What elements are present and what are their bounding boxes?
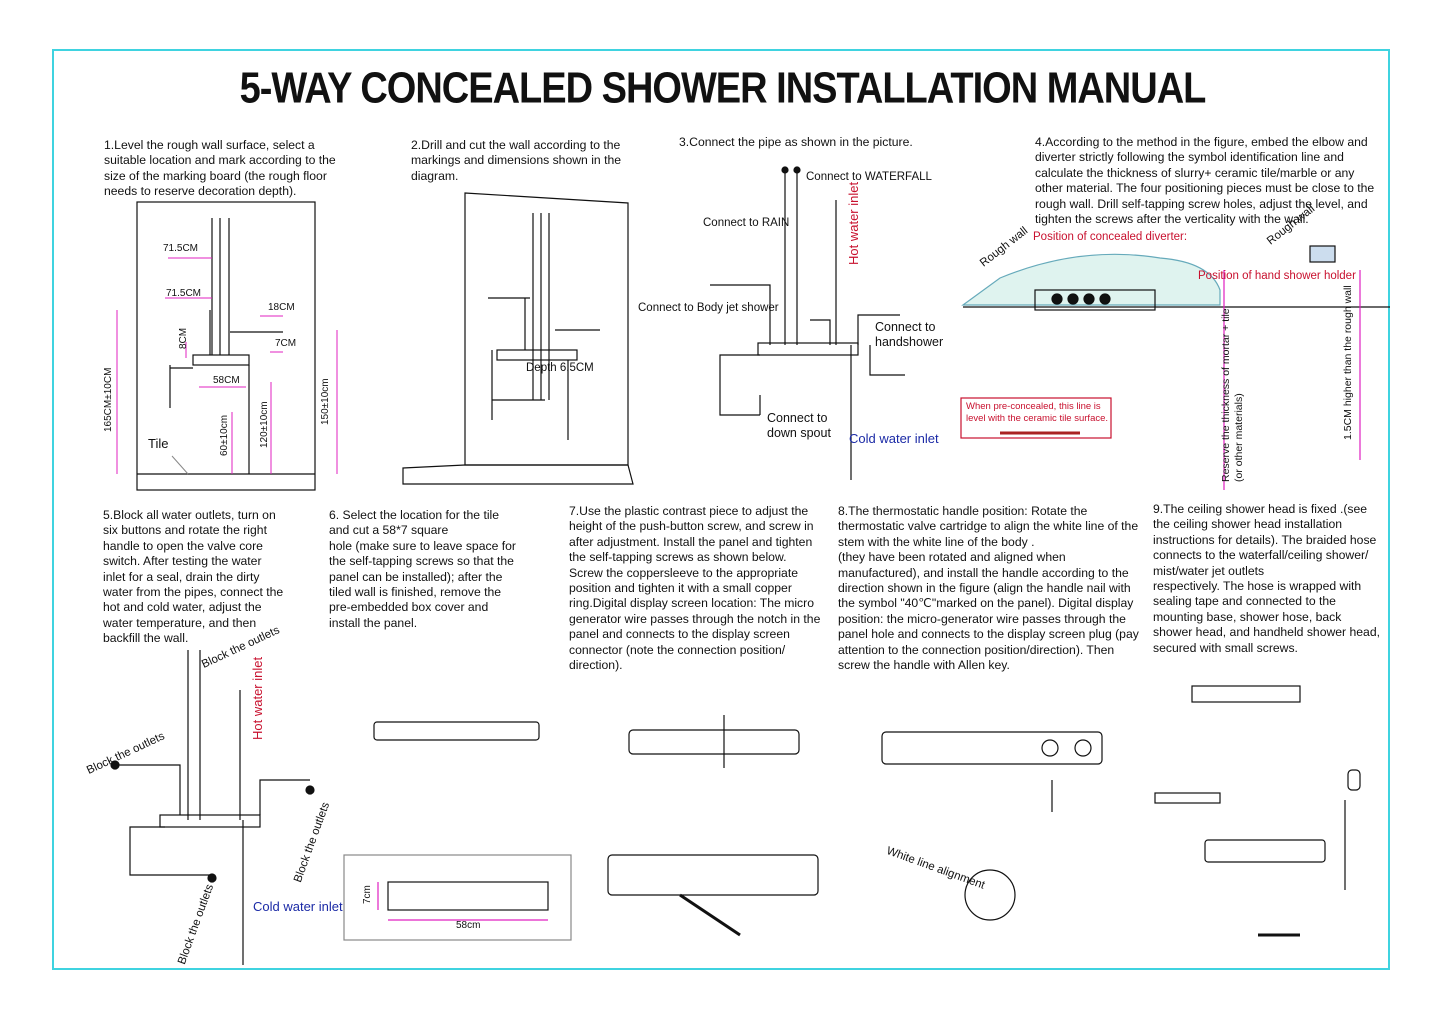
hole-height-label: 7cm: [362, 885, 373, 904]
step-9-text: 9.The ceiling shower head is fixed .(see…: [1153, 502, 1380, 655]
wall-cut-diagram: [402, 192, 634, 485]
reserve-thickness-label: Reserve the thickness of mortar + tile (…: [1220, 308, 1245, 482]
ceiling-shower-diagram: [1154, 685, 1361, 937]
dim-60: 60±10cm: [219, 414, 230, 456]
hot-water-inlet-label-5: Hot water inlet: [250, 656, 265, 740]
pre-concealed-note: When pre-concealed, this line is level w…: [966, 401, 1109, 424]
cold-water-inlet-label: Cold water inlet: [849, 431, 939, 446]
step-3-text: 3.Connect the pipe as shown in the pictu…: [679, 135, 913, 149]
panel-install-diagram: [373, 715, 819, 937]
cold-water-inlet-label-5: Cold water inlet: [253, 899, 343, 914]
dim-150: 150±10cm: [320, 378, 331, 425]
step-2-text: 2.Drill and cut the wall according to th…: [411, 138, 622, 183]
step-7-text: 7.Use the plastic contrast piece to adju…: [569, 504, 821, 673]
dim-18: 18CM: [268, 302, 295, 313]
tile-label: Tile: [148, 436, 169, 451]
connect-down-spout-label: Connect to down spout: [767, 411, 831, 440]
outlet-block-diagram: [110, 650, 315, 965]
marking-board-diagram: [136, 201, 316, 491]
connect-rain-label: Connect to RAIN: [703, 217, 790, 229]
dim-71-5-top: 71.5CM: [163, 243, 199, 254]
dim-120: 120±10cm: [259, 401, 270, 448]
dim-71-5-mid: 71.5CM: [166, 288, 202, 299]
dim-58: 58CM: [213, 375, 240, 386]
page-title: 5-WAY CONCEALED SHOWER INSTALLATION MANU…: [239, 64, 1207, 114]
hot-water-inlet-label: Hot water inlet: [846, 181, 861, 265]
connect-handshower-label: Connect to handshower: [875, 320, 944, 349]
step-8-text: 8.The thermostatic handle position: Rota…: [838, 504, 1139, 673]
step-4-text: 4.According to the method in the figure,…: [1035, 135, 1375, 227]
page-frame: [52, 49, 1390, 970]
hole-width-label: 58cm: [456, 920, 481, 931]
thermostatic-panel-diagram: [881, 731, 1103, 921]
depth-label: Depth 6.5CM: [526, 362, 594, 374]
step-1-text: 1.Level the rough wall surface, select a…: [104, 138, 336, 199]
connect-body-jet-label: Connect to Body jet shower: [638, 302, 779, 314]
dim-8: 8CM: [178, 327, 189, 349]
dim-7: 7CM: [275, 338, 297, 349]
diverter-embed-diagram: [960, 245, 1390, 490]
higher-than-rough-wall-label: 1.5CM higher than the rough wall: [1342, 285, 1354, 440]
hand-shower-holder-position-label: Position of hand shower holder: [1198, 270, 1356, 282]
step-5-text: 5.Block all water outlets, turn on six b…: [103, 508, 284, 646]
dim-165: 165CM±10CM: [103, 367, 114, 432]
tile-hole-diagram: [343, 854, 572, 941]
step-6-text: 6. Select the location for the tile and …: [329, 508, 516, 630]
connect-waterfall-label: Connect to WATERFALL: [806, 171, 932, 183]
pipe-connection-diagram: [710, 166, 905, 480]
concealed-diverter-position-label: Position of concealed diverter:: [1033, 231, 1188, 243]
